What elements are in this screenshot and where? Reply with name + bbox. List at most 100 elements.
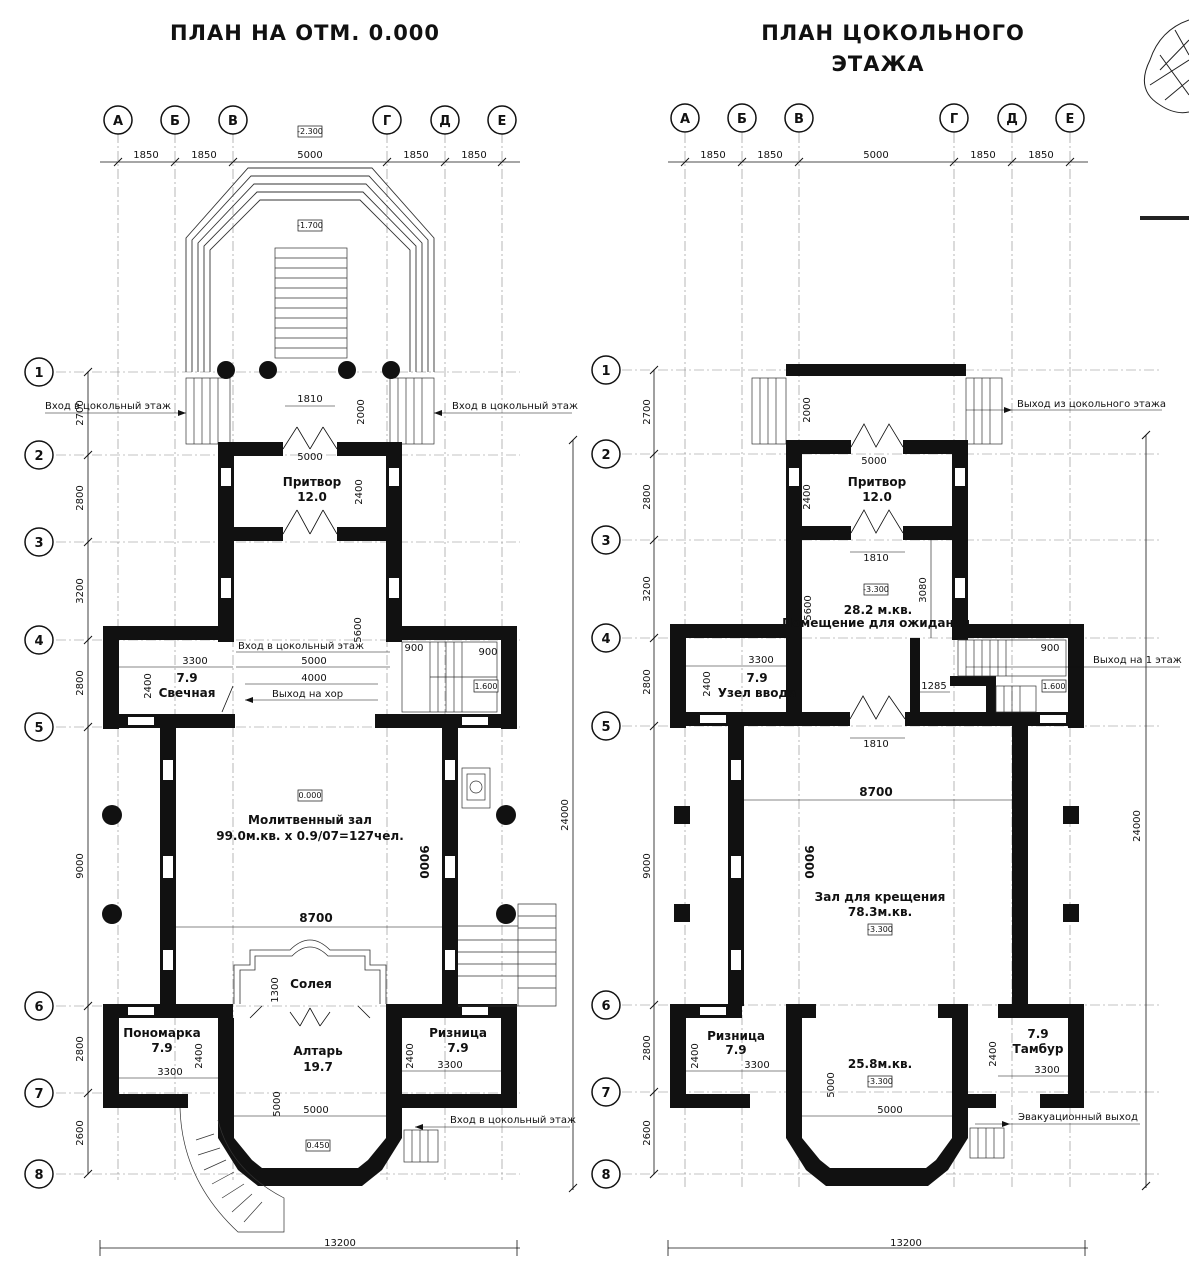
level-mark-hall: 0.000 bbox=[299, 791, 322, 800]
left-plan-title: ПЛАН НА ОТМ. 0.000 bbox=[170, 21, 440, 45]
right-exterior-piers bbox=[674, 806, 1079, 922]
room-ponomarka-label: Пономарка bbox=[123, 1026, 201, 1040]
porch-columns bbox=[217, 361, 400, 379]
dim-right-v6: 2800 bbox=[642, 1035, 653, 1060]
axis-num-7: 7 bbox=[34, 1087, 43, 1102]
dim-2400-riznitsa: 2400 bbox=[405, 1043, 416, 1068]
dim-5000-altar-vert: 5000 bbox=[272, 1091, 283, 1116]
dim-2400-ponomarka: 2400 bbox=[194, 1043, 205, 1068]
note-entry-inner: Вход в цокольный этаж bbox=[238, 641, 364, 652]
left-floor-plan: А Б В Г Д Е 1850 1850 5000 1850 1850 bbox=[24, 105, 578, 1256]
axis-num-8-r: 8 bbox=[601, 1168, 610, 1183]
basement-exit-stairs bbox=[751, 377, 1003, 445]
tree-icon bbox=[1140, 19, 1189, 220]
right-axis-bubbles-side: 1 2 3 4 5 6 7 8 bbox=[591, 355, 621, 1189]
right-windows bbox=[700, 468, 1066, 1105]
right-walls bbox=[670, 440, 1084, 1186]
level-mark-waiting: -3.300 bbox=[863, 585, 889, 594]
dim-top-5: 1850 bbox=[461, 150, 486, 161]
dim-2000-r: 2000 bbox=[802, 397, 813, 422]
room-pritvor-area-r: 12.0 bbox=[862, 490, 892, 504]
room-hall-label: Молитвенный зал bbox=[248, 813, 372, 827]
level-mark-apse: -3.300 bbox=[867, 1077, 893, 1086]
dim-3080: 3080 bbox=[918, 577, 929, 602]
dim-8700-r: 8700 bbox=[859, 785, 892, 799]
dim-left-v7: 2600 bbox=[75, 1120, 86, 1145]
dim-right-v2: 2800 bbox=[642, 484, 653, 509]
axis-label-b: Б bbox=[170, 114, 180, 129]
level-mark-porch-mid: -1.700 bbox=[297, 221, 323, 230]
dim-top-2: 1850 bbox=[191, 150, 216, 161]
dim-right-v1: 2700 bbox=[642, 399, 653, 424]
dim-4000: 4000 bbox=[301, 673, 326, 684]
room-soleya-label: Солея bbox=[290, 977, 332, 991]
room-tambur-area: 7.9 bbox=[1027, 1027, 1048, 1041]
axis-label-e-r: Е bbox=[1066, 112, 1075, 127]
dim-left-v6: 2800 bbox=[75, 1036, 86, 1061]
dim-3300-ponomarka: 3300 bbox=[157, 1067, 182, 1078]
dim-door-1810: 1810 bbox=[297, 394, 322, 405]
evac-stair bbox=[969, 1127, 1005, 1159]
dim-2400-tambur: 2400 bbox=[988, 1041, 999, 1066]
dim-3300-riznitsa-r: 3300 bbox=[744, 1060, 769, 1071]
room-ponomarka-area: 7.9 bbox=[151, 1041, 172, 1055]
dim-right-v4: 2800 bbox=[642, 669, 653, 694]
stair-to-first-floor bbox=[957, 639, 1067, 713]
dim-top-r4: 1850 bbox=[970, 150, 995, 161]
dim-left-v5: 9000 bbox=[75, 853, 86, 878]
dim-right-v7: 2600 bbox=[642, 1120, 653, 1145]
dim-8700-nave: 8700 bbox=[299, 911, 332, 925]
baptismal-font-icon bbox=[461, 767, 491, 809]
level-mark-altar: 0.450 bbox=[307, 1141, 330, 1150]
axis-num-4: 4 bbox=[34, 634, 43, 649]
right-vertical-dimensions: 2700 2800 3200 2800 9000 2800 2600 bbox=[642, 365, 659, 1179]
left-windows bbox=[128, 468, 488, 1015]
dim-900-r: 900 bbox=[1040, 643, 1059, 654]
room-svechnaya-label: Свечная bbox=[159, 686, 216, 700]
axis-label-g: Г bbox=[383, 114, 391, 129]
exterior-stair-bottom-right bbox=[403, 1129, 439, 1163]
room-hall-capacity: 99.0м.кв. х 0.9/07=127чел. bbox=[216, 829, 404, 843]
dim-2400-riznitsa-r: 2400 bbox=[690, 1043, 701, 1068]
dim-5600: 5600 bbox=[353, 617, 364, 642]
dim-overall-height-right: 24000 bbox=[1132, 810, 1143, 842]
dim-top-r3: 5000 bbox=[863, 150, 888, 161]
dim-9000-r: 9000 bbox=[802, 845, 816, 878]
right-axis-bubbles-top: А Б В Г Д Е bbox=[670, 103, 1085, 133]
basement-top-slab bbox=[786, 364, 966, 376]
narthex-doors bbox=[282, 426, 338, 535]
dim-5000-altar: 5000 bbox=[303, 1105, 328, 1116]
dim-5000-apse-vert: 5000 bbox=[826, 1072, 837, 1097]
left-top-dimensions: 1850 1850 5000 1850 1850 bbox=[100, 150, 520, 167]
note-exit-first: Выход на 1 этаж bbox=[1093, 655, 1182, 666]
room-waiting-label: Помещение для ожидания bbox=[782, 616, 970, 630]
dim-1810-a-r: 1810 bbox=[863, 553, 888, 564]
axis-num-3: 3 bbox=[34, 536, 43, 551]
dim-3300-svechnaya: 3300 bbox=[182, 656, 207, 667]
dim-2400-narthex: 2400 bbox=[354, 479, 365, 504]
left-axis-bubbles-top: А Б В Г Д Е bbox=[103, 105, 517, 135]
axis-num-6-r: 6 bbox=[601, 999, 610, 1014]
axis-label-d-r: Д bbox=[1006, 112, 1018, 127]
axis-label-e: Е bbox=[498, 114, 507, 129]
porch-steps bbox=[185, 167, 435, 372]
note-evac-exit: Эвакуационный выход bbox=[1018, 1112, 1138, 1123]
left-vertical-dimensions: 2700 2800 3200 2800 9000 2800 2600 bbox=[75, 367, 93, 1179]
dim-left-v4: 2800 bbox=[75, 670, 86, 695]
exterior-stair-bottom-left bbox=[179, 1107, 285, 1233]
dim-1300: 1300 bbox=[270, 977, 281, 1002]
dim-1810-b-r: 1810 bbox=[863, 739, 888, 750]
room-riznitsa-label-r: Ризница bbox=[707, 1029, 765, 1043]
axis-num-8: 8 bbox=[34, 1168, 43, 1183]
axis-num-5-r: 5 bbox=[601, 720, 610, 735]
dim-900-b: 900 bbox=[478, 647, 497, 658]
dim-top-r1: 1850 bbox=[700, 150, 725, 161]
dim-right-v5: 9000 bbox=[642, 853, 653, 878]
dim-2000: 2000 bbox=[356, 399, 367, 424]
axis-label-g-r: Г bbox=[950, 112, 958, 127]
note-exit-basement: Выход из цокольного этажа bbox=[1017, 399, 1166, 410]
room-pritvor-label: Притвор bbox=[283, 475, 342, 489]
room-altar-label: Алтарь bbox=[293, 1044, 343, 1058]
royal-doors bbox=[249, 1005, 371, 1027]
